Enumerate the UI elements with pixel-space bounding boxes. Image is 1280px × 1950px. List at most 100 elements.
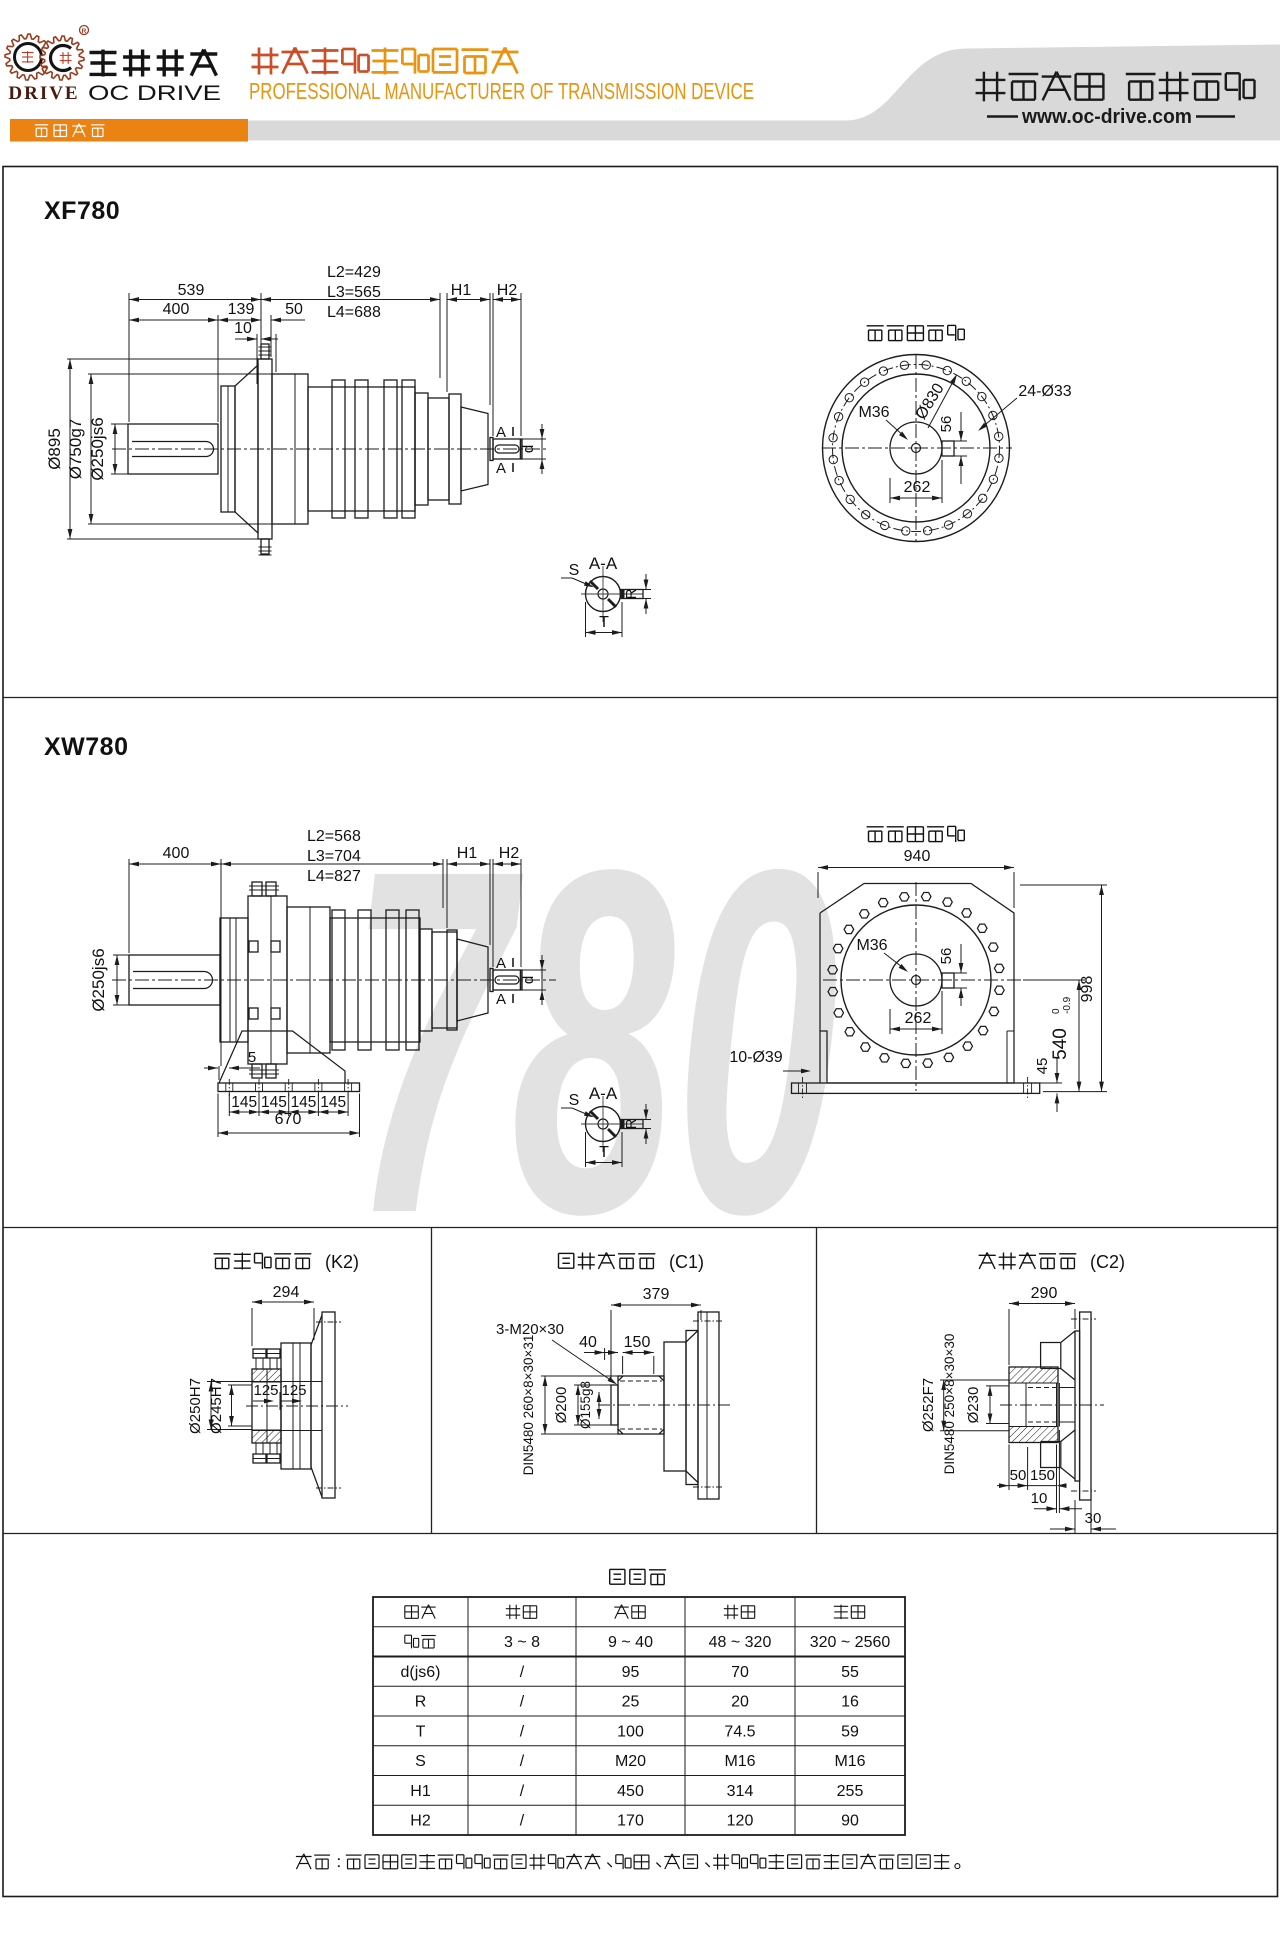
svg-text:3-M20×30: 3-M20×30	[496, 1321, 564, 1338]
svg-text:A: A	[496, 424, 506, 441]
svg-text:400: 400	[163, 845, 190, 862]
svg-text:780: 780	[348, 767, 839, 1315]
svg-text:56: 56	[938, 416, 955, 433]
svg-text:314: 314	[727, 1783, 754, 1800]
svg-text:Ø245H7: Ø245H7	[208, 1378, 225, 1434]
svg-text:320 ~ 2560: 320 ~ 2560	[810, 1634, 891, 1651]
svg-text:T: T	[599, 1144, 609, 1161]
svg-text:55: 55	[841, 1664, 859, 1681]
svg-text:125: 125	[253, 1382, 278, 1399]
svg-text:M16: M16	[834, 1753, 865, 1770]
svg-text:DRIVE: DRIVE	[8, 83, 79, 104]
svg-text:25: 25	[622, 1694, 640, 1711]
svg-text:M16: M16	[724, 1753, 755, 1770]
svg-text:Ø230: Ø230	[965, 1387, 982, 1424]
svg-text:9 ~ 40: 9 ~ 40	[608, 1634, 653, 1651]
svg-text:L3=565: L3=565	[327, 284, 381, 301]
svg-text:L4=688: L4=688	[327, 304, 381, 321]
svg-text:998: 998	[1079, 976, 1096, 1003]
svg-text:A-A: A-A	[589, 554, 618, 573]
svg-text:d: d	[520, 976, 537, 984]
svg-text:5: 5	[248, 1049, 256, 1066]
svg-text:L3=704: L3=704	[307, 848, 361, 865]
svg-text:/: /	[520, 1753, 525, 1770]
svg-text:d(js6): d(js6)	[400, 1664, 440, 1681]
svg-text:A-A: A-A	[589, 1084, 618, 1103]
svg-text:Ø750g7: Ø750g7	[66, 419, 85, 480]
svg-text:540: 540	[1050, 1028, 1071, 1060]
svg-text:/: /	[520, 1783, 525, 1800]
svg-text:DIN5480 260×8×30×31: DIN5480 260×8×30×31	[521, 1335, 536, 1476]
svg-text:379: 379	[643, 1286, 670, 1303]
svg-text:10-Ø39: 10-Ø39	[729, 1049, 782, 1066]
svg-text:40: 40	[579, 1334, 597, 1351]
svg-text:L2=568: L2=568	[307, 828, 361, 845]
svg-text:Ø250js6: Ø250js6	[89, 948, 108, 1011]
svg-text:45: 45	[1034, 1058, 1051, 1075]
svg-text:/: /	[520, 1723, 525, 1740]
svg-text:10: 10	[234, 320, 252, 337]
svg-text:940: 940	[904, 848, 931, 865]
svg-text:150: 150	[624, 1334, 651, 1351]
svg-text:20: 20	[731, 1694, 749, 1711]
svg-text:145: 145	[231, 1094, 257, 1111]
svg-text:H1: H1	[457, 845, 478, 862]
svg-text:H1: H1	[410, 1783, 431, 1800]
svg-text:Ø155g8: Ø155g8	[578, 1381, 593, 1429]
svg-text:100: 100	[617, 1723, 644, 1740]
svg-text:/: /	[520, 1813, 525, 1830]
svg-text:125: 125	[281, 1382, 306, 1399]
svg-text:120: 120	[727, 1813, 754, 1830]
svg-text:M36: M36	[858, 404, 889, 421]
svg-text:A: A	[496, 460, 506, 477]
svg-text:50: 50	[285, 301, 303, 318]
svg-text:R: R	[415, 1694, 427, 1711]
svg-text:OC DRIVE: OC DRIVE	[88, 82, 221, 105]
svg-text:T: T	[416, 1723, 426, 1740]
svg-text:DIN5480 250×8×30×30: DIN5480 250×8×30×30	[942, 1334, 957, 1475]
svg-text:R: R	[623, 588, 640, 599]
svg-text:H2: H2	[497, 282, 518, 299]
svg-text:(C2): (C2)	[1090, 1252, 1125, 1272]
svg-text:M36: M36	[856, 937, 887, 954]
svg-text:L2=429: L2=429	[327, 264, 381, 281]
svg-text:R: R	[82, 28, 87, 35]
svg-text:H2: H2	[499, 845, 520, 862]
svg-text:Ø200: Ø200	[553, 1387, 570, 1424]
svg-text:XW780: XW780	[44, 733, 128, 761]
svg-text:A: A	[496, 955, 506, 972]
svg-text:30: 30	[1085, 1510, 1102, 1527]
svg-text:95: 95	[622, 1664, 640, 1681]
svg-text:48 ~ 320: 48 ~ 320	[709, 1634, 772, 1651]
svg-text:670: 670	[275, 1111, 302, 1128]
svg-text:56: 56	[938, 948, 955, 965]
svg-text:S: S	[569, 1092, 580, 1109]
svg-text:A: A	[496, 991, 506, 1008]
svg-text:M20: M20	[615, 1753, 646, 1770]
svg-text:XF780: XF780	[44, 197, 120, 225]
svg-text:Ø252F7: Ø252F7	[920, 1378, 937, 1432]
svg-text:/: /	[520, 1664, 525, 1681]
svg-text:S: S	[569, 562, 580, 579]
svg-text:10: 10	[1031, 1490, 1048, 1507]
svg-text:90: 90	[841, 1813, 859, 1830]
svg-text:170: 170	[617, 1813, 644, 1830]
svg-text:294: 294	[273, 1284, 300, 1301]
svg-text:/: /	[520, 1694, 525, 1711]
svg-text:262: 262	[904, 479, 931, 496]
svg-text:139: 139	[228, 301, 255, 318]
svg-text:145: 145	[261, 1094, 287, 1111]
svg-text:L4=827: L4=827	[307, 868, 361, 885]
svg-text:3 ~ 8: 3 ~ 8	[504, 1634, 540, 1651]
svg-text:d: d	[520, 445, 537, 453]
svg-text:-0.9: -0.9	[1062, 996, 1073, 1014]
svg-text:(C1): (C1)	[669, 1252, 704, 1272]
svg-text:S: S	[415, 1753, 426, 1770]
svg-text:R: R	[623, 1118, 640, 1129]
svg-text:150: 150	[1030, 1467, 1055, 1484]
svg-text:70: 70	[731, 1664, 749, 1681]
svg-text:145: 145	[291, 1094, 317, 1111]
svg-text:400: 400	[163, 301, 190, 318]
svg-text:50: 50	[1010, 1467, 1027, 1484]
svg-text:PROFESSIONAL MANUFACTURER OF T: PROFESSIONAL MANUFACTURER OF TRANSMISSIO…	[249, 78, 754, 104]
